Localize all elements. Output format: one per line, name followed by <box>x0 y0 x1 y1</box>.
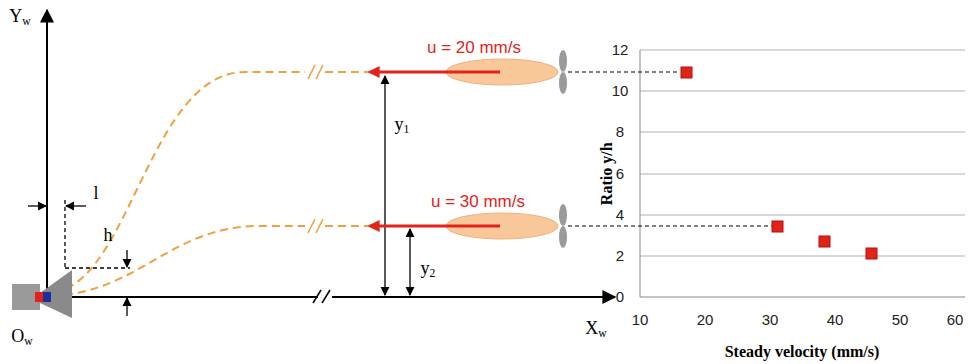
world-axes <box>47 10 615 303</box>
tick-label: 20 <box>697 312 714 329</box>
tick-label: 50 <box>892 312 909 329</box>
tick-label: 30 <box>762 312 779 329</box>
tick-label: 6 <box>616 166 624 183</box>
dimension-lines <box>28 76 410 316</box>
robot-fish <box>370 50 567 248</box>
tick-label: 4 <box>616 207 624 224</box>
tick-label: 8 <box>616 124 624 141</box>
dimension-label: Ow <box>11 327 32 349</box>
dimension-label: Yw <box>9 7 30 29</box>
trajectory-breaks <box>308 65 323 233</box>
docking-station <box>12 270 72 318</box>
tick-label: 10 <box>612 83 629 100</box>
dimension-label: h <box>104 226 113 246</box>
tick-label: 40 <box>827 312 844 329</box>
dimension-label: Xw <box>585 319 606 341</box>
tick-label: 0 <box>616 289 624 306</box>
velocity-label: u = 20 mm/s <box>427 39 521 58</box>
data-points <box>681 67 877 259</box>
tick-label: 2 <box>616 248 624 265</box>
dimension-label: y2 <box>419 259 438 281</box>
axis-title: Steady velocity (mm/s) <box>725 343 880 361</box>
tick-label: 10 <box>632 312 649 329</box>
trajectory-paths <box>52 72 445 296</box>
axis-title: Ratio y/h <box>597 143 615 206</box>
dimension-label: l <box>93 184 98 204</box>
velocity-label: u = 30 mm/s <box>431 193 525 212</box>
tick-label: 12 <box>612 42 629 59</box>
dimension-label: y1 <box>393 115 412 137</box>
tick-label: 60 <box>947 312 964 329</box>
chart-grid <box>640 50 965 297</box>
leader-lines <box>568 72 772 226</box>
